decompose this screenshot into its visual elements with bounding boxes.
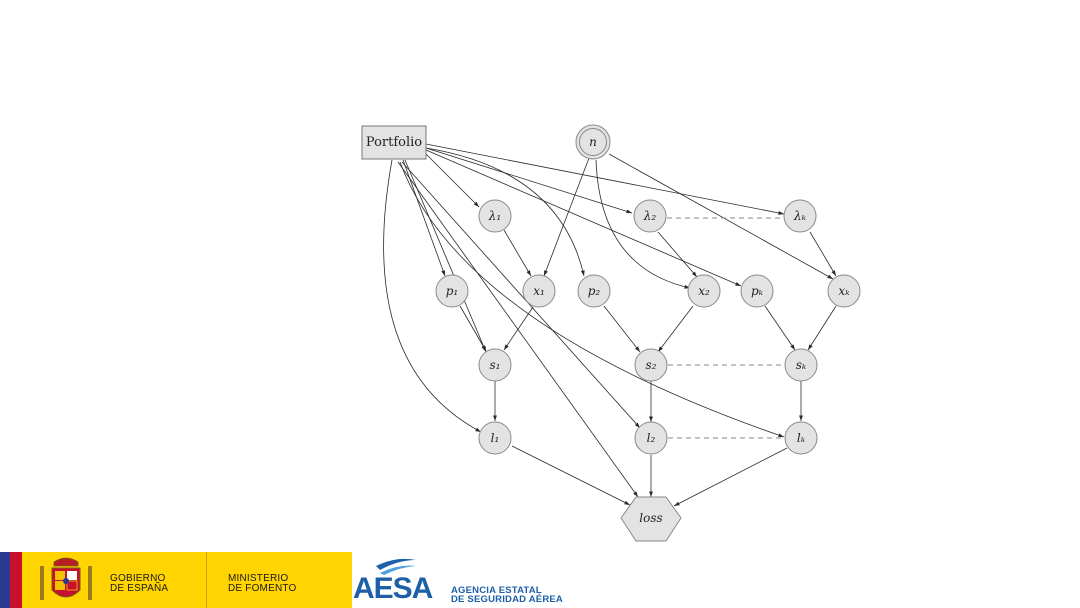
edge-lambdak-xk — [809, 231, 837, 277]
edge-portfolio-lk — [399, 161, 785, 438]
node-lambda2: λ₂ — [633, 199, 667, 233]
aesa-logo-text: AESA — [353, 572, 433, 605]
node-lk: lₖ — [784, 421, 818, 455]
eu-flag-strip — [0, 552, 22, 608]
aesa-subtitle-line1: AGENCIA ESTATAL — [451, 585, 542, 596]
node-label-sk: sₖ — [796, 358, 807, 372]
node-l2: l₂ — [634, 421, 668, 455]
edge-xk-sk — [807, 305, 837, 351]
gobierno-line1: GOBIERNO — [110, 573, 166, 584]
node-label-lambda2: λ₂ — [643, 209, 657, 223]
edge-lambda2-x2 — [657, 231, 698, 278]
node-label-s2: s₂ — [646, 358, 657, 372]
edge-n-x2 — [595, 159, 691, 289]
bayesian-network-diagram: Portfolio n λ₁ λ₂ λₖ p₁ x₁ p₂ — [361, 124, 861, 542]
node-label-s1: s₁ — [490, 358, 501, 372]
footer-logos: GOBIERNO DE ESPAÑA MINISTERIO DE FOMENTO — [0, 550, 1080, 608]
node-label-lk: lₖ — [797, 431, 806, 445]
node-label-p2: p₂ — [588, 284, 601, 298]
node-n: n — [575, 124, 611, 160]
gobierno-line2: DE ESPAÑA — [110, 583, 169, 594]
edge-lambda1-x1 — [503, 229, 532, 277]
edge-portfolio-s1 — [404, 159, 487, 353]
node-p2: p₂ — [577, 274, 611, 308]
node-label-l1: l₁ — [491, 431, 500, 445]
edge-p2-s2 — [603, 305, 641, 353]
node-p1: p₁ — [435, 274, 469, 308]
edge-portfolio-lambda1 — [423, 151, 480, 208]
node-label-p1: p₁ — [446, 284, 459, 298]
node-s1: s₁ — [478, 348, 512, 382]
node-label-loss: loss — [639, 511, 662, 525]
node-label-lambda1: λ₁ — [488, 209, 501, 223]
node-lambdak: λₖ — [783, 199, 817, 233]
edge-portfolio-l1 — [383, 159, 482, 433]
node-x2: x₂ — [687, 274, 721, 308]
aesa-wing-icon — [376, 558, 416, 575]
node-s2: s₂ — [634, 348, 668, 382]
edges — [383, 143, 837, 507]
edge-portfolio-lambdak — [425, 143, 785, 215]
edge-l1-loss — [511, 445, 631, 506]
edge-pk-sk — [764, 305, 796, 351]
coat-of-arms-icon — [40, 557, 92, 600]
nodes: Portfolio n λ₁ λ₂ λₖ p₁ x₁ p₂ — [361, 124, 861, 542]
edge-n-xk — [608, 153, 834, 280]
node-label-portfolio: Portfolio — [366, 135, 422, 150]
edge-portfolio-lambda2 — [425, 147, 633, 214]
edge-lk-loss — [673, 447, 788, 507]
node-label-lambdak: λₖ — [793, 209, 807, 223]
edge-portfolio-l2 — [401, 161, 641, 429]
ministerio-line1: MINISTERIO — [228, 573, 289, 584]
node-label-x1: x₁ — [533, 284, 545, 298]
node-loss: loss — [620, 496, 682, 542]
node-x1: x₁ — [522, 274, 556, 308]
ministerio-line2: DE FOMENTO — [228, 583, 297, 594]
node-label-x2: x₂ — [698, 284, 710, 298]
node-portfolio: Portfolio — [361, 125, 427, 160]
edge-portfolio-p2 — [425, 147, 585, 277]
node-label-pk: pₖ — [751, 284, 764, 298]
node-lambda1: λ₁ — [478, 199, 512, 233]
edge-x1-s1 — [503, 306, 534, 351]
node-label-xk: xₖ — [838, 284, 850, 298]
edge-x2-s2 — [657, 305, 694, 353]
edge-n-x1 — [543, 157, 590, 277]
node-label-l2: l₂ — [647, 431, 656, 445]
node-xk: xₖ — [827, 274, 861, 308]
node-sk: sₖ — [784, 348, 818, 382]
edge-p1-s1 — [459, 305, 487, 352]
node-l1: l₁ — [478, 421, 512, 455]
edge-portfolio-pk — [425, 149, 742, 287]
node-label-n: n — [589, 135, 597, 149]
aesa-subtitle-line2: DE SEGURIDAD AÉREA — [451, 594, 563, 605]
node-pk: pₖ — [740, 274, 774, 308]
logo-divider — [206, 552, 207, 608]
